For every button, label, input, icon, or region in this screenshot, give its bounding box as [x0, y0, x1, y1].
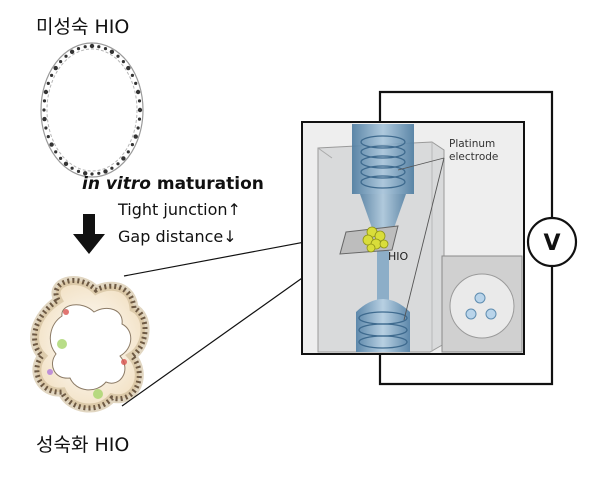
cell-dot	[69, 49, 75, 54]
cell-dot	[130, 73, 134, 77]
cell-dot	[97, 45, 101, 49]
cell-dot	[83, 45, 87, 49]
cell-dot	[110, 166, 114, 170]
cell-dot	[42, 99, 47, 103]
cell-dot	[46, 135, 50, 139]
cell-dot	[121, 156, 126, 161]
cell-dot	[76, 169, 81, 173]
cell-dot	[133, 134, 138, 139]
cell-dot	[126, 150, 130, 154]
mature-hio	[30, 276, 150, 413]
platinum-line-1: Platinum	[449, 138, 496, 150]
measurement-device	[301, 121, 525, 355]
cell-dot	[59, 60, 63, 64]
cell-dot	[83, 171, 88, 176]
cell-dot	[137, 99, 142, 103]
immature-hio	[40, 42, 144, 178]
gap-distance-label: Gap distance↓	[118, 227, 237, 246]
maturation-text: maturation	[150, 174, 264, 194]
cell-dot	[126, 65, 131, 71]
cell-dot	[121, 60, 125, 64]
cell-dot	[130, 143, 134, 147]
cell-dot	[134, 81, 138, 85]
cell-dot	[137, 117, 142, 121]
voltmeter-label: V	[543, 231, 560, 256]
cell-dot	[135, 89, 141, 95]
immature-cell-dots	[42, 43, 143, 176]
hio-device-label: HIO	[388, 250, 409, 263]
mature-hio-label: 성숙화 HIO	[36, 434, 130, 456]
platinum-line-2: electrode	[449, 151, 499, 163]
cell-dot	[44, 126, 48, 130]
cell-dot	[70, 166, 74, 170]
cell-dot	[54, 150, 58, 154]
hio-organoid-icon	[362, 226, 389, 253]
cell-dot	[42, 116, 47, 122]
cell-dot	[109, 49, 115, 54]
cell-dot	[59, 156, 63, 160]
tight-junction-label: Tight junction↑	[118, 200, 241, 219]
voltmeter-icon	[526, 216, 578, 268]
cell-dot	[42, 108, 46, 112]
cell-dot	[76, 47, 81, 51]
cell-dot	[137, 107, 143, 113]
cell-dot	[53, 65, 58, 71]
immature-hio-label: 미성숙 HIO	[36, 16, 130, 38]
cell-dot	[49, 142, 54, 147]
circuit-wire	[378, 90, 554, 386]
in-vitro-text: in vitro	[82, 174, 151, 194]
cell-dot	[116, 162, 120, 166]
cell-dot	[43, 89, 49, 95]
cell-dot	[136, 126, 140, 130]
cell-dot	[90, 172, 94, 176]
cell-dot	[89, 43, 95, 49]
cell-dot	[50, 73, 54, 77]
maturation-label: in vitro maturation	[82, 174, 264, 194]
cell-dot	[116, 54, 120, 58]
cell-dot	[103, 47, 108, 51]
cell-dot	[46, 81, 50, 85]
cell-dot	[97, 171, 101, 175]
down-arrow-icon	[73, 214, 105, 254]
cell-dot	[64, 54, 68, 58]
cell-dot	[103, 169, 108, 174]
cell-dot	[63, 161, 69, 166]
